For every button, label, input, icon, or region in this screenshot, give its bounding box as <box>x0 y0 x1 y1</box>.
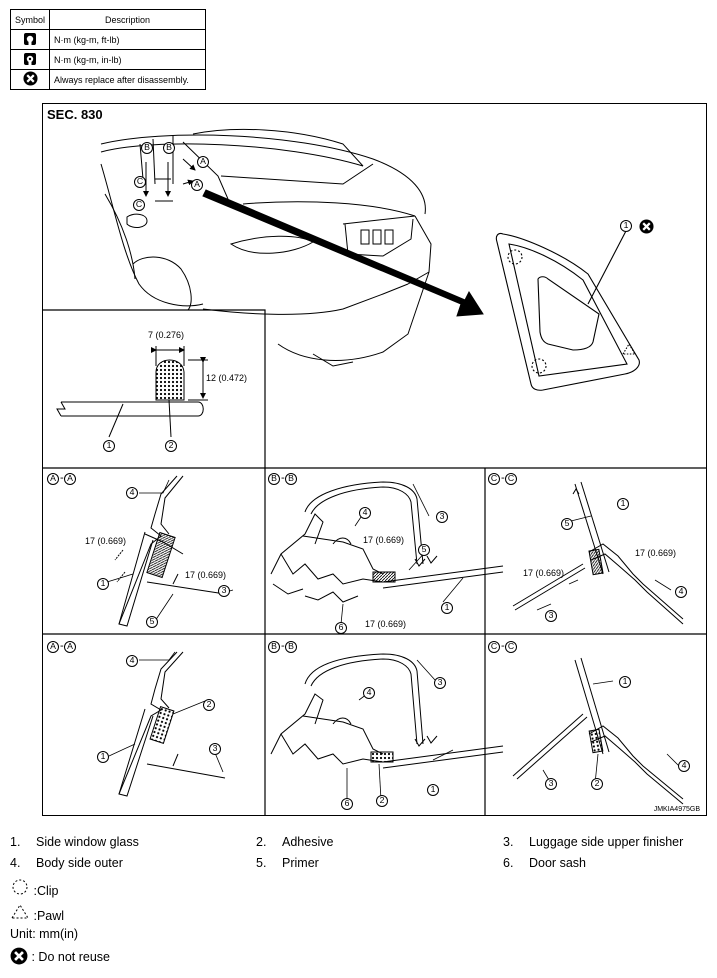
symbol-row-desc: N·m (kg-m, ft-lb) <box>49 29 206 50</box>
legend-item: 2.Adhesive <box>256 835 334 849</box>
part-number: 5 <box>146 616 158 628</box>
section-view-label: B <box>268 641 280 653</box>
section-view-dash: - <box>281 640 285 652</box>
part-number: 3 <box>545 610 557 622</box>
section-view-label: B <box>285 473 297 485</box>
callout-b: B <box>141 142 153 154</box>
section-view-label: C <box>488 641 500 653</box>
section-view-dash: - <box>60 640 64 652</box>
section-view-dash: - <box>60 472 64 484</box>
do-not-reuse-legend: : Do not reuse <box>10 947 110 965</box>
part-number: 2 <box>591 778 603 790</box>
dim-primer: 17 (0.669) <box>185 570 227 580</box>
part-number: 1 <box>620 220 632 232</box>
pawl-legend: :Pawl <box>10 902 64 923</box>
dim-primer: 17 (0.669) <box>363 535 405 545</box>
section-view-label: C <box>505 641 517 653</box>
figure-drawing <box>43 128 706 815</box>
clip-icon <box>10 879 30 898</box>
section-view-label: A <box>47 473 59 485</box>
section-view-label: C <box>488 473 500 485</box>
dim-primer: 17 (0.669) <box>365 619 407 629</box>
part-number: 4 <box>126 655 138 667</box>
legend-item: 6.Door sash <box>503 856 586 870</box>
section-view-label: B <box>285 641 297 653</box>
section-c-c-primer <box>512 481 684 625</box>
dim-primer: 17 (0.669) <box>635 548 677 558</box>
section-cut-markers <box>143 158 196 202</box>
part-number: 3 <box>436 511 448 523</box>
description-header: Description <box>49 9 206 30</box>
section-view-label: B <box>268 473 280 485</box>
part-number: 1 <box>617 498 629 510</box>
do-not-reuse-icon <box>22 71 38 88</box>
pawl-icon <box>10 904 30 923</box>
section-view-dash: - <box>281 472 285 484</box>
part-number: 6 <box>335 622 347 634</box>
part-number: 4 <box>363 687 375 699</box>
do-not-reuse-icon <box>639 219 654 234</box>
part-number: 1 <box>97 751 109 763</box>
adhesive-bead-detail <box>56 346 208 438</box>
symbol-row-desc: Always replace after disassembly. <box>49 69 206 90</box>
unit-note: Unit: mm(in) <box>10 927 79 941</box>
section-view-label: A <box>64 473 76 485</box>
detail-pointer-arrow <box>202 189 484 317</box>
part-number: 4 <box>126 487 138 499</box>
section-c-c-adhesive <box>512 657 684 805</box>
part-number: 1 <box>427 784 439 796</box>
do-not-reuse-icon <box>10 947 28 965</box>
section-a-a-primer <box>114 475 226 627</box>
section-view-dash: - <box>501 640 505 652</box>
section-label: SEC. 830 <box>47 107 103 122</box>
dim-primer: 17 (0.669) <box>85 536 127 546</box>
section-b-b-adhesive <box>270 653 504 769</box>
panel-dividers <box>43 309 706 815</box>
legend-item: 1.Side window glass <box>10 835 139 849</box>
part-number: 1 <box>619 676 631 688</box>
part-number: 2 <box>203 699 215 711</box>
part-number: 3 <box>209 743 221 755</box>
legend-item: 3.Luggage side upper finisher <box>503 835 684 849</box>
part-number: 4 <box>678 760 690 772</box>
section-view-label: A <box>47 641 59 653</box>
callout-c: C <box>133 199 145 211</box>
part-number: 3 <box>434 677 446 689</box>
section-view-dash: - <box>501 472 505 484</box>
dim-bead-width: 7 (0.276) <box>148 330 185 340</box>
dim-bead-height: 12 (0.472) <box>206 373 248 383</box>
symbol-row-desc: N·m (kg-m, in-lb) <box>49 49 206 70</box>
part-number: 4 <box>359 507 371 519</box>
side-window-glass-detail <box>495 228 640 391</box>
callout-a: A <box>191 179 203 191</box>
section-a-a-adhesive <box>118 651 226 797</box>
part-number: 3 <box>545 778 557 790</box>
part-number: 5 <box>418 544 430 556</box>
torque-wrench-small-icon <box>23 52 37 68</box>
section-view-label: A <box>64 641 76 653</box>
callout-a: A <box>197 156 209 168</box>
part-number: 6 <box>341 798 353 810</box>
dim-primer: 17 (0.669) <box>523 568 565 578</box>
section-view-label: C <box>505 473 517 485</box>
section-b-b-primer <box>270 481 504 603</box>
part-number: 3 <box>218 585 230 597</box>
symbol-header: Symbol <box>9 9 51 30</box>
part-number: 1 <box>103 440 115 452</box>
part-number: 5 <box>561 518 573 530</box>
part-number: 2 <box>376 795 388 807</box>
legend-item: 5.Primer <box>256 856 319 870</box>
part-number: 2 <box>165 440 177 452</box>
part-number: 1 <box>441 602 453 614</box>
part-number: 1 <box>97 578 109 590</box>
torque-wrench-icon <box>23 32 37 48</box>
clip-legend: :Clip <box>10 877 59 898</box>
legend-item: 4.Body side outer <box>10 856 123 870</box>
callout-b: B <box>163 142 175 154</box>
figure-code: JMKIA4975GB <box>653 806 700 813</box>
symbol-table: Symbol Description N·m (kg-m, ft-lb) N·m… <box>9 9 206 90</box>
callout-c: C <box>134 176 146 188</box>
part-number: 4 <box>675 586 687 598</box>
